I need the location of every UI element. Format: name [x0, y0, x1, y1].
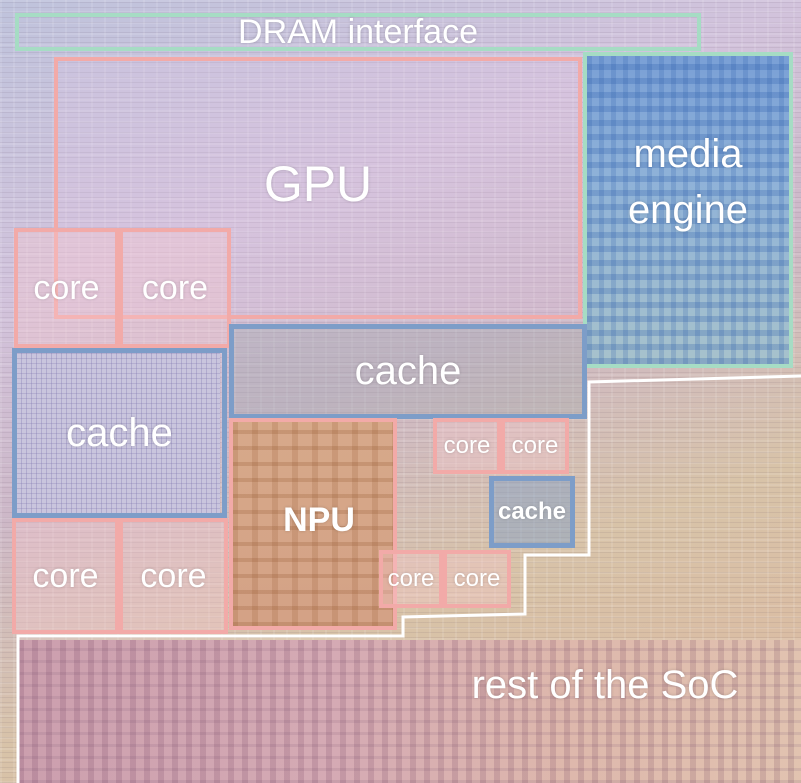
- core-label: core: [443, 432, 491, 459]
- media-engine-texture: [587, 56, 789, 364]
- cache-block-top: cache: [229, 324, 587, 419]
- cache-label: cache: [497, 498, 567, 525]
- gpu-block: GPU: [54, 57, 582, 319]
- core-label: core: [511, 432, 559, 459]
- npu-block: NPU: [229, 418, 397, 630]
- core-label: core: [140, 556, 207, 595]
- cache-label: cache: [66, 410, 173, 455]
- cache-block-left: cache: [12, 348, 227, 518]
- core-label: core: [387, 565, 435, 592]
- core-block-small-3: core: [379, 550, 443, 608]
- rest-of-soc-label: rest of the SoC: [420, 655, 790, 715]
- core-block-small-1: core: [433, 418, 501, 474]
- dram-interface-block: DRAM interface: [15, 13, 701, 51]
- core-block-lower-right: core: [119, 518, 228, 634]
- core-block-upper-right: core: [119, 228, 231, 348]
- core-block-small-2: core: [501, 418, 569, 474]
- npu-label: NPU: [283, 500, 355, 539]
- core-block-upper-left: core: [14, 228, 119, 348]
- cache-block-small: cache: [489, 476, 575, 548]
- core-label: core: [141, 268, 209, 307]
- media-engine-block: media engine: [583, 52, 793, 368]
- core-label: core: [453, 565, 501, 592]
- core-label: core: [32, 556, 99, 595]
- dram-interface-label: DRAM interface: [238, 12, 478, 51]
- core-block-lower-left: core: [12, 518, 119, 634]
- core-label: core: [33, 268, 100, 307]
- media-engine-label: media engine: [627, 132, 749, 232]
- core-block-small-4: core: [443, 550, 511, 608]
- cache-label: cache: [354, 349, 462, 393]
- gpu-label: GPU: [263, 156, 373, 212]
- rest-of-soc-text: rest of the SoC: [471, 662, 739, 707]
